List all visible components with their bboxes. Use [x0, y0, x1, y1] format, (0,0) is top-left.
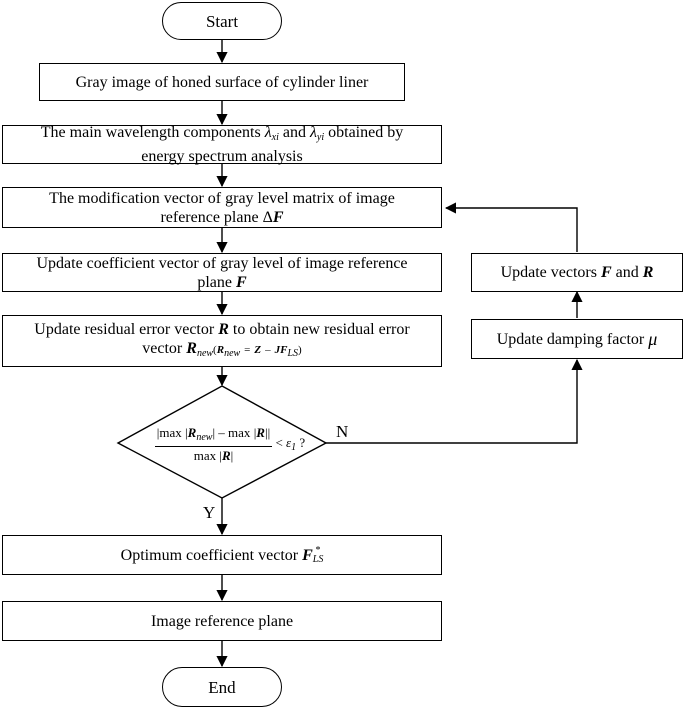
update-damping-step: Update damping factor μ [471, 319, 683, 359]
decision-diamond [116, 385, 328, 499]
end-label: End [208, 677, 236, 697]
arrow-no-to-damping [326, 358, 583, 444]
gray-image-step: Gray image of honed surface of cylinder … [39, 63, 405, 101]
start-terminal: Start [162, 2, 282, 40]
modification-step: The modification vector of gray level ma… [2, 187, 442, 228]
arrow-vectors-to-modification [444, 202, 578, 252]
end-terminal: End [162, 667, 282, 707]
wavelength-step: The main wavelength components λxi and λ… [2, 124, 442, 165]
condition-fraction: |max |Rnew| – max |R|| max |R| [154, 425, 273, 463]
gray-image-label: Gray image of honed surface of cylinder … [75, 73, 369, 91]
yes-branch-label: Y [203, 503, 216, 522]
update-vectors-step: Update vectors F and R [471, 253, 683, 292]
no-branch-label: N [336, 422, 349, 441]
update-coefficient-step: Update coefficient vector of gray level … [2, 253, 442, 292]
image-reference-plane-step: Image reference plane [2, 601, 442, 641]
decision-condition: |max |Rnew| – max |R|| max |R| < ε1 ? [154, 425, 306, 463]
start-label: Start [205, 11, 239, 31]
update-residual-step: Update residual error vector R to obtain… [2, 315, 442, 367]
optimum-step: Optimum coefficient vector F*LS [2, 535, 442, 575]
